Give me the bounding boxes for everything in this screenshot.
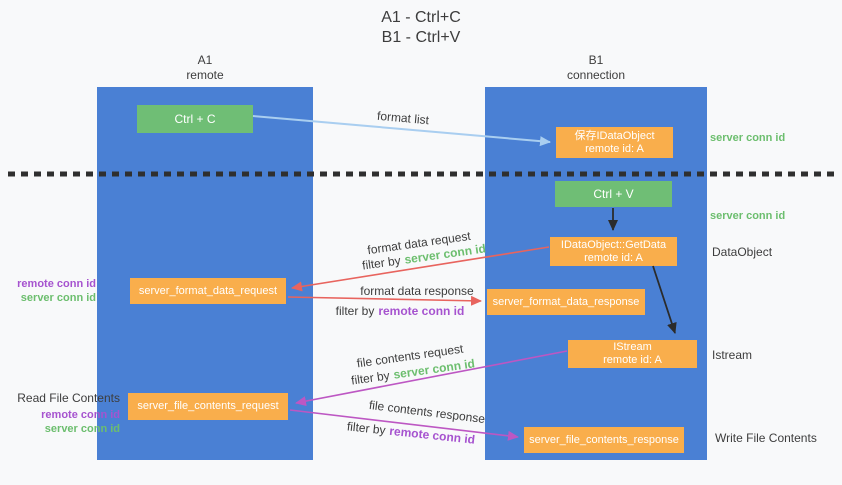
- save-idataobject-line2: remote id: A: [585, 142, 644, 155]
- title-line-1: A1 - Ctrl+C: [381, 9, 461, 26]
- server-file-contents-request-label: server_file_contents_request: [137, 400, 279, 412]
- filter-by-text: filter by: [335, 304, 375, 318]
- title-line-2: B1 - Ctrl+V: [381, 29, 461, 46]
- format-data-response-label: format data response: [360, 284, 474, 298]
- ctrl-c-label: Ctrl + C: [174, 112, 216, 126]
- column-header-a1: A1 remote: [97, 53, 313, 83]
- idataobject-getdata-line1: IDataObject::GetData: [560, 238, 667, 251]
- column-a1-subtitle: remote: [186, 68, 224, 82]
- read-file-contents-label: Read File Contents: [17, 391, 120, 405]
- column-header-b1: B1 connection: [485, 53, 707, 83]
- column-b1-subtitle: connection: [566, 68, 626, 82]
- save-idataobject-box: 保存IDataObject remote id: A: [556, 127, 673, 158]
- column-a1-name: A1: [197, 53, 213, 67]
- ctrl-v-box: Ctrl + V: [555, 181, 672, 207]
- istream-line2: remote id: A: [603, 354, 662, 366]
- dataobject-label: DataObject: [712, 245, 773, 259]
- left-server-conn-id-label: server conn id: [20, 292, 96, 304]
- left-server-conn-id-label-2: server conn id: [44, 423, 120, 435]
- istream-side-label: Istream: [712, 348, 753, 362]
- write-file-contents-label: Write File Contents: [715, 431, 817, 445]
- file-contents-response-label: file contents response: [368, 397, 486, 427]
- server-file-contents-request-box: server_file_contents_request: [128, 393, 288, 420]
- server-format-data-response-box: server_format_data_response: [487, 289, 645, 315]
- idataobject-getdata-box: IDataObject::GetData remote id: A: [550, 237, 677, 266]
- save-idataobject-line1: 保存IDataObject: [574, 129, 655, 142]
- diagram-title: A1 - Ctrl+C B1 - Ctrl+V: [0, 8, 842, 48]
- filter-by-text: filter by: [346, 419, 387, 438]
- server-file-contents-response-label: server_file_contents_response: [529, 433, 679, 446]
- left-remote-conn-id-label: remote conn id: [17, 278, 96, 290]
- ctrl-c-box: Ctrl + C: [137, 105, 253, 133]
- istream-line1: IStream: [613, 341, 652, 353]
- right-server-conn-id-top-label: server conn id: [710, 132, 786, 144]
- istream-box: IStream remote id: A: [568, 340, 697, 368]
- format-list-label: format list: [376, 108, 430, 128]
- remote-conn-id-text: remote conn id: [378, 304, 465, 318]
- server-format-data-request-box: server_format_data_request: [130, 278, 286, 304]
- right-server-conn-id-mid-label: server conn id: [710, 210, 786, 222]
- column-b1-name: B1: [588, 53, 604, 67]
- left-remote-conn-id-label-2: remote conn id: [41, 409, 120, 421]
- server-file-contents-response-box: server_file_contents_response: [524, 427, 684, 453]
- ctrl-v-label: Ctrl + V: [593, 187, 634, 201]
- filter-by-text: filter by: [350, 368, 391, 388]
- server-format-data-request-label: server_format_data_request: [138, 284, 278, 297]
- filter-by-text: filter by: [361, 253, 402, 273]
- server-format-data-response-label: server_format_data_response: [492, 295, 640, 308]
- idataobject-getdata-line2: remote id: A: [584, 251, 643, 264]
- remote-conn-id-text: remote conn id: [388, 423, 476, 447]
